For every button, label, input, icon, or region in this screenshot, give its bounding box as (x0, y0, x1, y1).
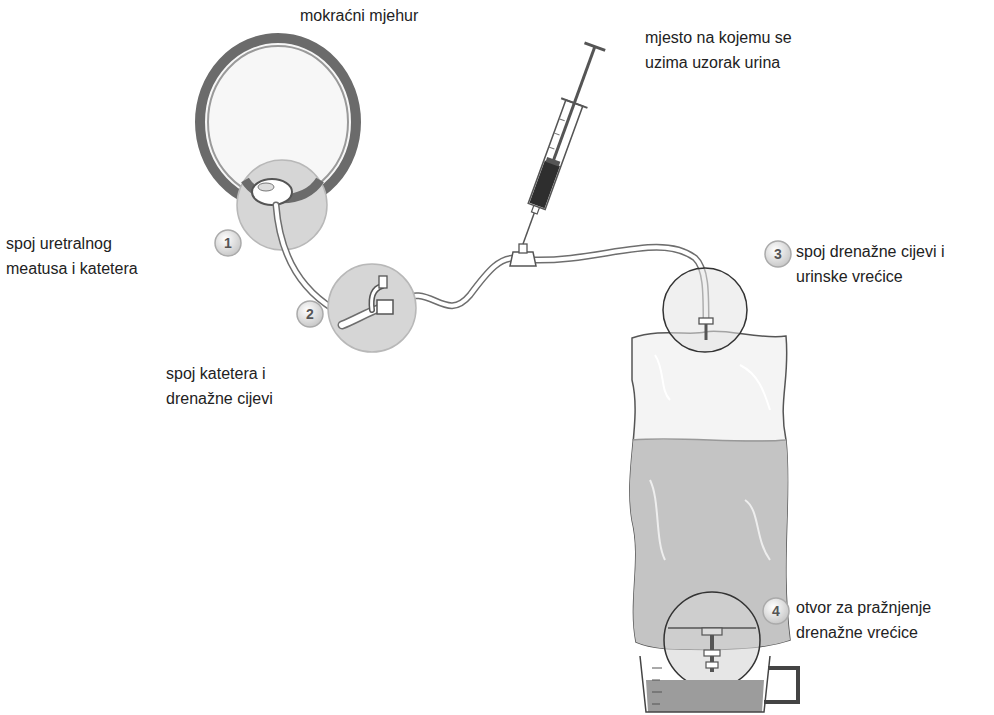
bladder (200, 38, 356, 206)
callout-number: 1 (224, 236, 232, 250)
part-label: otvor za pražnjenje drenažne vrećice (796, 596, 981, 646)
part-label: spoj katetera i drenažne cijevi (166, 362, 316, 412)
magnifier-4 (664, 592, 760, 688)
urine-bag (600, 331, 820, 680)
magnifier-2 (328, 264, 416, 352)
organ-label: mokraćni mjehur (300, 4, 500, 29)
callout-number: 4 (772, 604, 780, 618)
callout-number: 2 (306, 307, 314, 321)
callout-circles (215, 230, 791, 624)
sample-port (510, 244, 536, 266)
part-label: spoj drenažne cijevi i urinske vrećice (796, 240, 986, 290)
callout-number: 3 (774, 247, 782, 261)
part-label: spoj uretralnog meatusa i katetera (6, 232, 166, 282)
measuring-jug (640, 656, 798, 712)
magnifier-3 (663, 268, 747, 352)
part-label: mjesto na kojemu se uzima uzorak urina (645, 26, 830, 76)
syringe (510, 42, 608, 249)
